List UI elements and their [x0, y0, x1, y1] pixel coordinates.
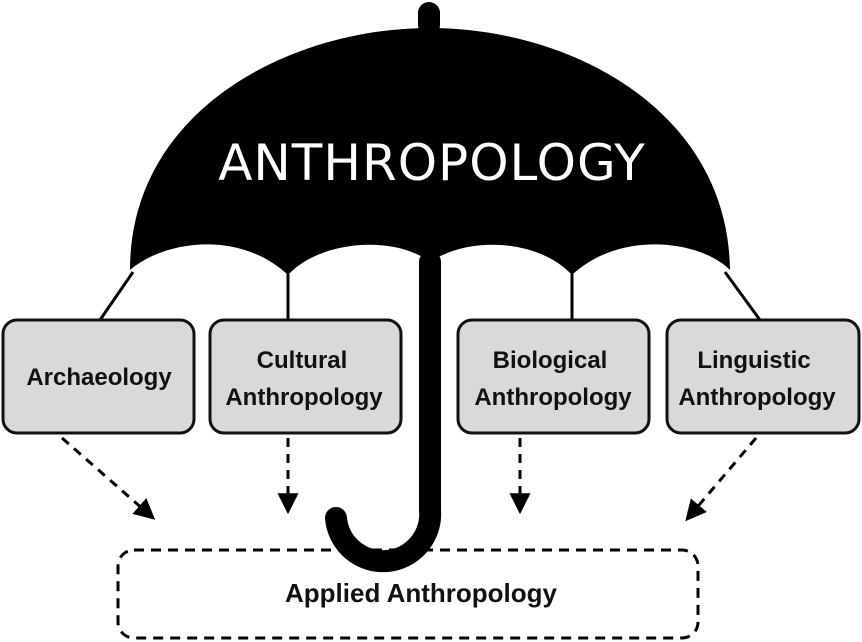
umbrella-canopy — [130, 28, 730, 275]
subfield-box — [665, 318, 861, 435]
arrow-archaeology-to-applied — [61, 436, 156, 520]
subfield-linguistic: Linguistic Anthropology — [665, 318, 861, 435]
umbrella-tip — [418, 2, 440, 36]
subfield-label: Archaeology — [26, 364, 172, 391]
applied-label: Applied Anthropology — [285, 578, 558, 608]
spoke-linguistic — [723, 271, 762, 321]
spoke-archaeology — [98, 271, 135, 321]
subfield-cultural: Cultural Anthropology — [208, 318, 403, 435]
subfield-label-line2: Anthropology — [678, 384, 836, 411]
subfield-biological: Biological Anthropology — [456, 318, 651, 435]
canopy-title: ANTHROPOLOGY — [218, 134, 646, 192]
subfield-label-line2: Anthropology — [225, 384, 383, 411]
subfield-archaeology: Archaeology — [1, 318, 196, 435]
umbrella-handle — [325, 251, 442, 573]
subfield-label-line1: Biological — [493, 347, 608, 374]
applied-box — [116, 548, 700, 640]
subfield-box — [1, 318, 196, 435]
subfield-box — [208, 318, 403, 435]
subfield-label-line1: Cultural — [257, 347, 348, 374]
subfield-box — [456, 318, 651, 435]
subfield-label-line2: Anthropology — [474, 384, 632, 411]
subfield-label-line1: Linguistic — [697, 347, 810, 374]
arrow-linguistic-to-applied — [685, 437, 758, 522]
